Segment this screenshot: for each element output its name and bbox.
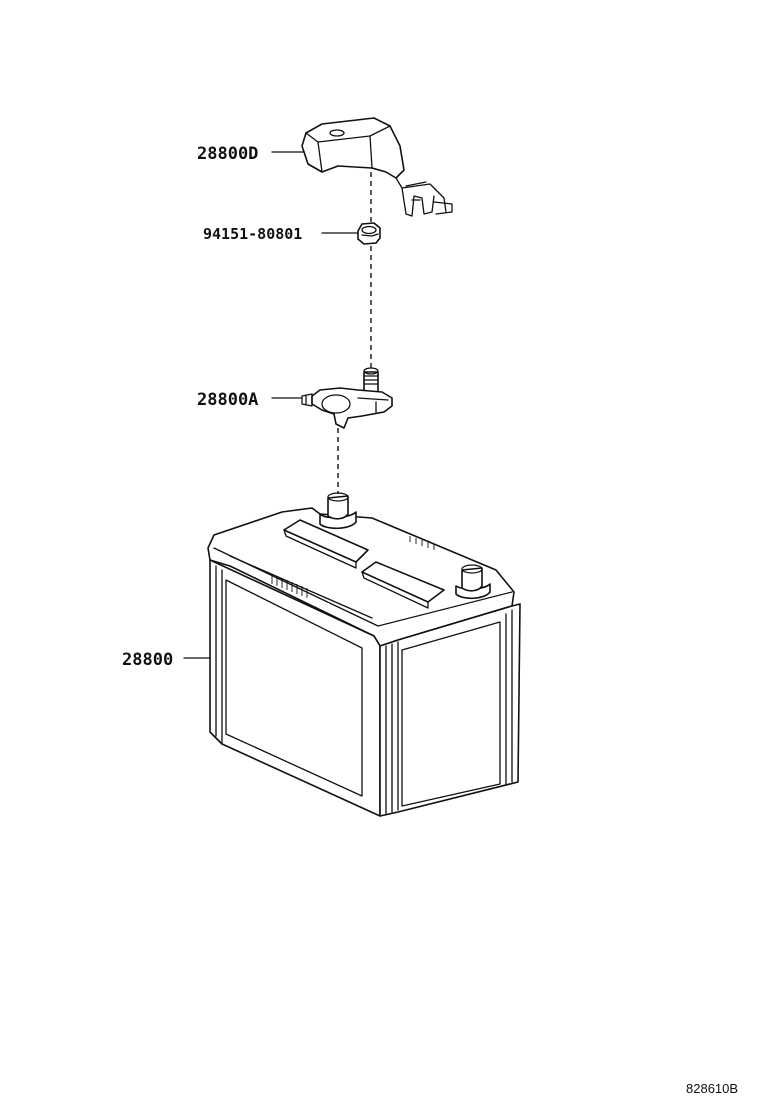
part-label-nut: 94151-80801 <box>203 225 302 243</box>
part-label-battery: 28800 <box>122 650 173 670</box>
nut-illustration <box>357 222 381 245</box>
part-label-cover: 28800D <box>197 144 258 164</box>
terminal-cover-illustration <box>301 117 453 217</box>
assembly-lines <box>337 172 372 494</box>
figure-reference: 828610B <box>686 1081 738 1096</box>
leader-lines <box>183 151 359 659</box>
part-label-clamp: 28800A <box>197 390 258 410</box>
battery-illustration <box>207 492 521 817</box>
clamp-illustration <box>301 367 393 429</box>
